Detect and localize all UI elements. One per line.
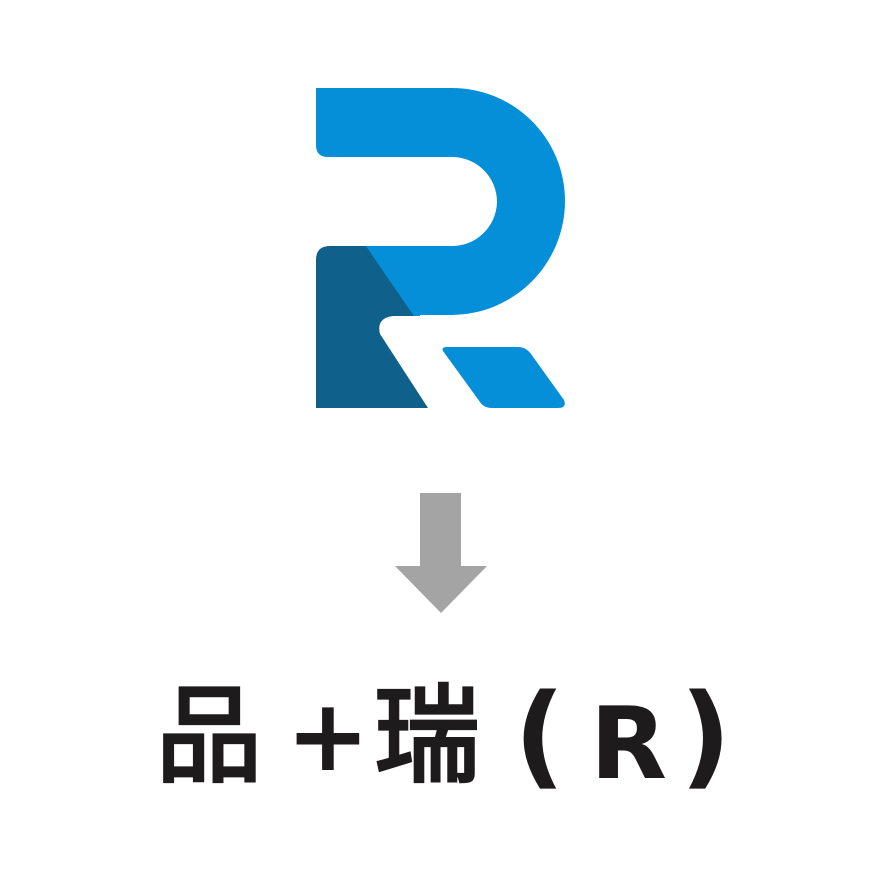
caption-left-parenthesis: ( (514, 671, 566, 801)
caption-plus-sign: + (286, 677, 370, 794)
r-logo-diagonal (366, 246, 420, 316)
arrow-shaft (420, 493, 461, 567)
arrow-down-icon (395, 493, 487, 613)
arrow-head (395, 566, 487, 613)
r-logo-mark (316, 87, 565, 408)
caption-char-rui: 瑞 (374, 675, 480, 798)
caption-letter-r: R (590, 685, 668, 802)
r-logo-leg (442, 347, 565, 408)
caption-right-parenthesis: ) (680, 671, 732, 801)
caption-char-pin: 品 (156, 675, 262, 798)
r-logo-stem (316, 246, 428, 408)
